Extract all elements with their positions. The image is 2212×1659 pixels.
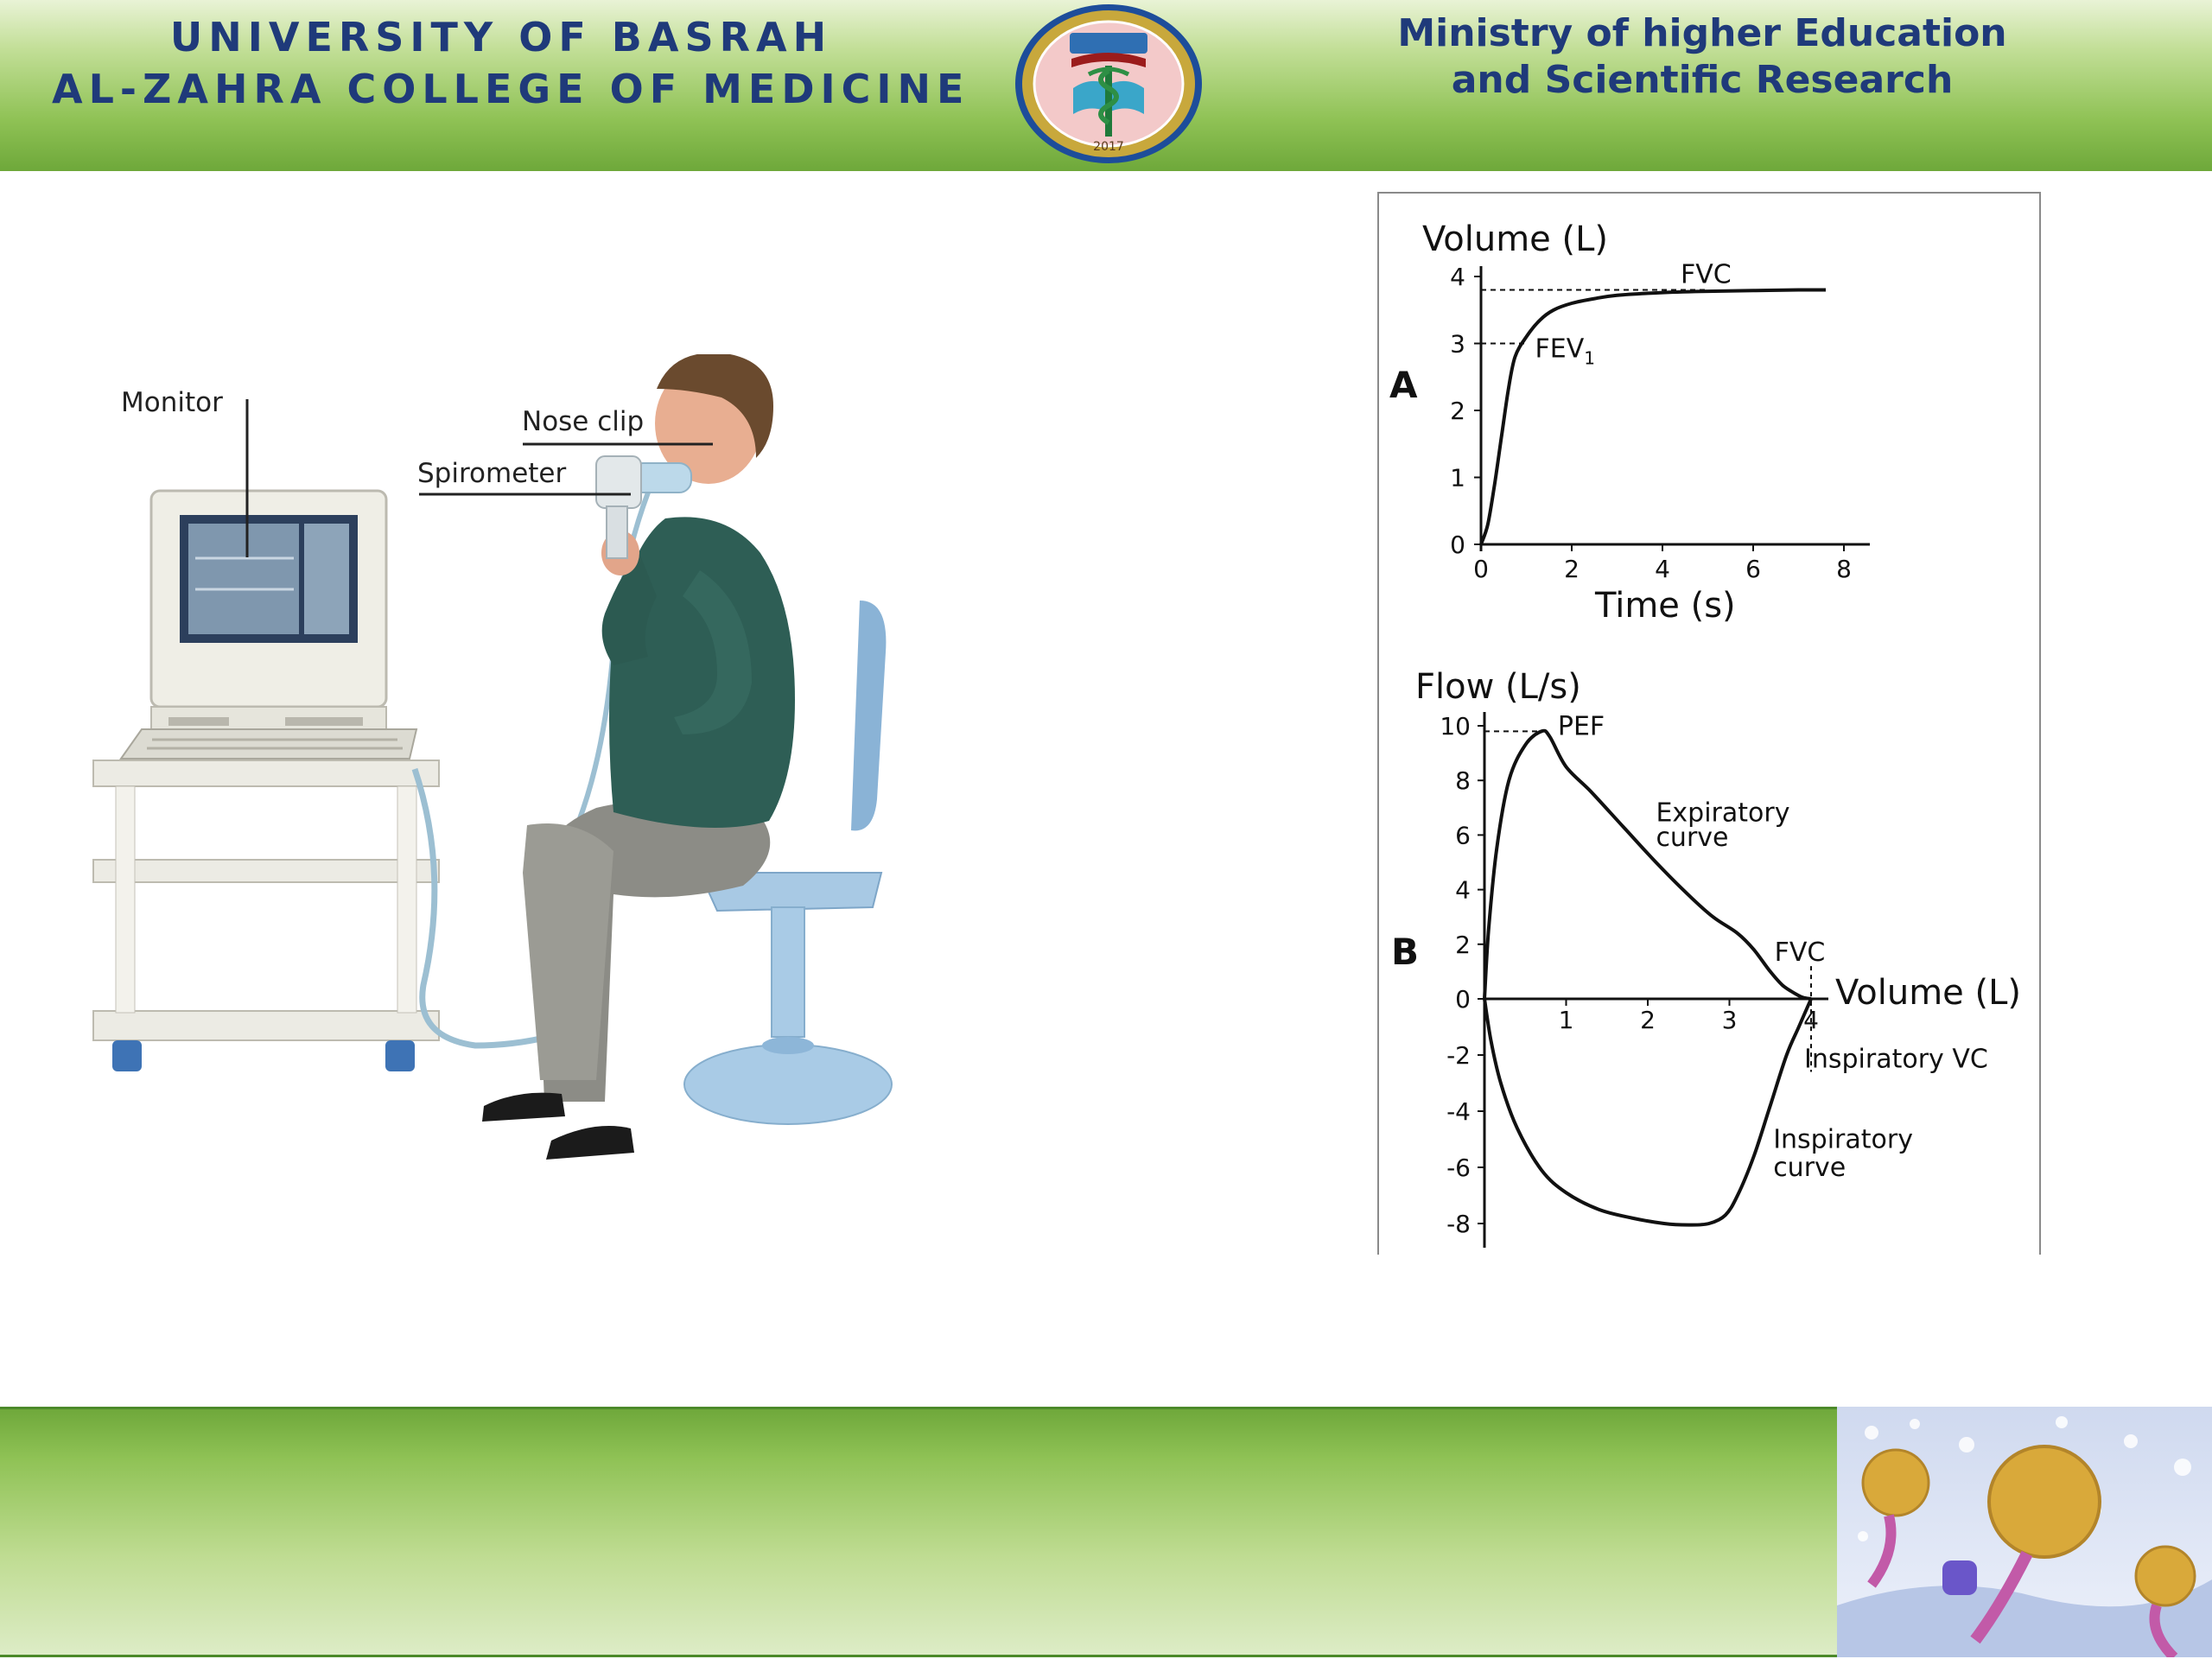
label-spirometer: Spirometer (417, 458, 566, 489)
lipid-particle-icon (1861, 1445, 2196, 1657)
seal-year: 2017 (1093, 140, 1124, 154)
spirometry-charts-panel: Volume (L) Time (s) A 0 2 4 6 8 0 1 2 3 4 FVC FE… (1377, 192, 2041, 1255)
chart-b-y-tick-label: 8 (1455, 766, 1471, 795)
chart-a-y-tick-label: 0 (1450, 531, 1465, 559)
volume-time-chart: Volume (L) Time (s) A 0 2 4 6 8 0 1 2 3 4 FVC FE… (1389, 219, 1870, 626)
chart-b-x-tick-label: 2 (1640, 1006, 1656, 1034)
chart-a-y-tick-label: 3 (1450, 330, 1465, 359)
chart-b-annotation: FVC (1775, 938, 1826, 968)
chart-a-x-tick-label: 8 (1836, 555, 1852, 583)
chart-b-annotation: Inspiratory VC (1804, 1045, 1988, 1075)
college-name: AL-ZAHRA COLLEGE OF MEDICINE (52, 66, 970, 112)
chart-a-y-tick-label: 2 (1450, 397, 1465, 425)
chart-b-ylabel: Flow (L/s) (1415, 667, 1581, 707)
ministry-subtitle: and Scientific Research (1451, 58, 1954, 102)
chart-b-y-tick-label: -6 (1446, 1154, 1471, 1182)
spirometry-illustration: Monitor Nose clip Spirometer (92, 354, 893, 1160)
footer-band (0, 1407, 1840, 1657)
chart-b-y-tick-label: -8 (1446, 1210, 1471, 1238)
chart-a-annotation-fev1: FEV1 (1535, 334, 1595, 369)
college-seal-icon: 2017 (1015, 4, 1202, 163)
fev-text: FEV (1535, 334, 1585, 365)
chart-a-volume-curve (1479, 288, 1827, 545)
chart-b-y-tick-label: 4 (1455, 876, 1471, 905)
chart-b-y-tick-label: -2 (1446, 1041, 1471, 1070)
monitor-icon (149, 489, 388, 756)
chart-b-annotation: curve (1773, 1153, 1846, 1183)
chart-b-y-tick-label: 10 (1440, 712, 1471, 741)
fev-subscript: 1 (1584, 348, 1595, 369)
label-nose-clip: Nose clip (522, 406, 644, 437)
chart-a-x-tick-label: 4 (1655, 555, 1670, 583)
chart-b-y-tick-label: 2 (1455, 931, 1471, 959)
ministry-name: Ministry of higher Education (1397, 11, 2007, 55)
chart-a-y-tick-label: 4 (1450, 263, 1465, 291)
chart-b-y-tick-label: -4 (1446, 1097, 1471, 1126)
header-band: UNIVERSITY OF BASRAH AL-ZAHRA COLLEGE OF… (0, 0, 2212, 171)
keyboard-icon (119, 728, 418, 760)
patient-figure (482, 354, 795, 1160)
chart-b-y-tick-label: 6 (1455, 821, 1471, 849)
chart-a-xlabel: Time (s) (1594, 586, 1736, 626)
label-monitor: Monitor (121, 387, 223, 418)
chart-b-panel-letter: B (1391, 931, 1419, 973)
chart-b-annotation: PEF (1558, 711, 1605, 741)
chart-a-x-tick-label: 6 (1745, 555, 1761, 583)
university-name: UNIVERSITY OF BASRAH (169, 14, 833, 60)
chart-a-annotation-fvc: FVC (1681, 260, 1732, 290)
chart-b-annotation: Expiratory (1656, 798, 1789, 829)
chart-b-y-tick-label: 0 (1455, 985, 1471, 1014)
chart-b-inspiratory-curve (1483, 998, 1813, 1227)
chart-b-expiratory-curve (1483, 728, 1812, 1001)
chart-b-x-tick-label: 3 (1722, 1006, 1738, 1034)
chart-b-annotation: Inspiratory (1773, 1124, 1913, 1154)
chart-a-x-tick-label: 0 (1473, 555, 1489, 583)
chart-a-ylabel: Volume (L) (1422, 219, 1608, 259)
lipoprotein-artwork (1837, 1407, 2212, 1657)
chart-b-xlabel: Volume (L) (1835, 973, 2021, 1013)
chart-b-x-tick-label: 1 (1559, 1006, 1574, 1034)
computer-cart (92, 760, 440, 1071)
spirometry-charts: Volume (L) Time (s) A 0 2 4 6 8 0 1 2 3 4 FVC FE… (1389, 219, 2021, 1248)
chart-a-y-tick-label: 1 (1450, 464, 1465, 493)
chart-b-annotation: curve (1656, 823, 1728, 853)
chart-a-x-tick-label: 2 (1564, 555, 1580, 583)
chart-a-panel-letter: A (1389, 364, 1418, 406)
